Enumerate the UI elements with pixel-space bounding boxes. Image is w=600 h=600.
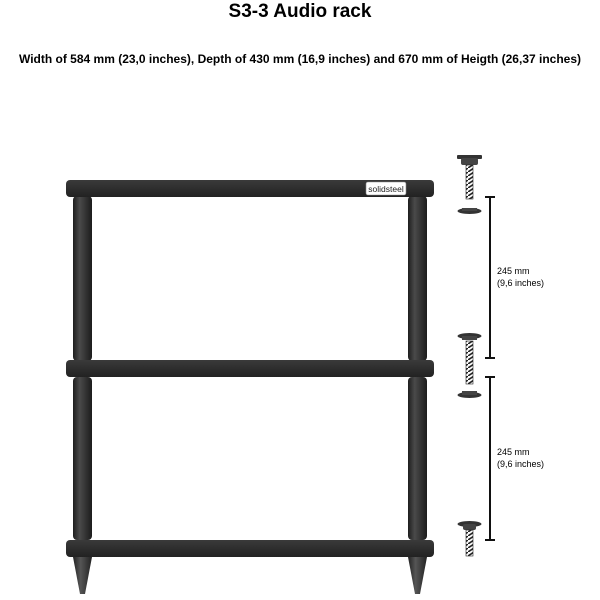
dimension-lines [485, 196, 495, 541]
dimensions-subtitle: Width of 584 mm (23,0 inches), Depth of … [18, 52, 582, 66]
dimension-value: 245 mm [497, 447, 530, 457]
top-shelf [66, 180, 434, 197]
left-leg-lower [73, 377, 92, 540]
rack-spikes [73, 557, 427, 594]
right-leg-lower [408, 377, 427, 540]
dimension-label-lower: 245 mm (9,6 inches) [497, 446, 544, 470]
dimension-label-upper: 245 mm (9,6 inches) [497, 265, 544, 289]
exploded-hardware [457, 155, 482, 557]
dimension-line-upper [485, 196, 495, 359]
middle-shelf [66, 360, 434, 377]
rack-shelves [66, 180, 434, 557]
connector-bolt-icon [457, 333, 482, 398]
page-title: S3-3 Audio rack [228, 1, 372, 22]
brand-label: solidsteel [368, 184, 404, 194]
rack-legs [73, 196, 427, 540]
dimension-imperial: (9,6 inches) [497, 459, 545, 469]
right-spike [408, 557, 427, 594]
left-spike [73, 557, 92, 594]
left-leg-upper [73, 196, 92, 361]
dimension-value: 245 mm [497, 266, 530, 276]
right-leg-upper [408, 196, 427, 361]
dimension-imperial: (9,6 inches) [497, 278, 545, 288]
brand-badge: solidsteel [365, 181, 407, 196]
bottom-shelf [66, 540, 434, 557]
spike-bolt-icon [457, 521, 482, 557]
dimension-line-lower [485, 376, 495, 541]
connector-bolt-icon [457, 155, 482, 214]
